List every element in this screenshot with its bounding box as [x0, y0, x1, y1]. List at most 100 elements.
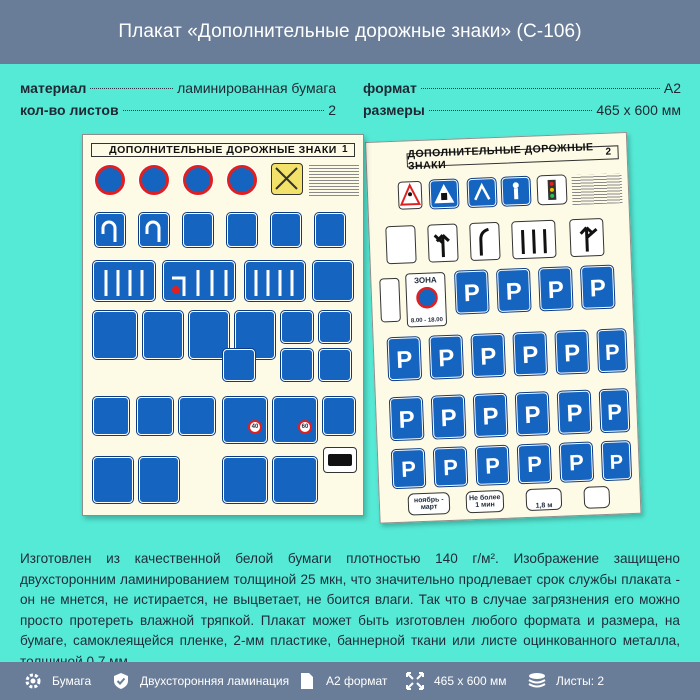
footer-format-label: А2 формат: [326, 674, 388, 688]
spec-size-key: размеры: [363, 102, 425, 118]
svg-text:P: P: [527, 451, 543, 477]
no-parking-sign: [95, 165, 125, 195]
spec-material: материал ламинированная бумага: [20, 80, 336, 100]
lane-direction-sign: [313, 261, 353, 301]
parking-sign: P: [559, 442, 594, 482]
lane-direction-sign: [385, 225, 417, 265]
parking-sign: P: [515, 392, 550, 436]
parking-sign: P: [473, 393, 508, 437]
svg-text:P: P: [547, 276, 564, 304]
zone-sign: ЗОНА 8.00 - 18.00: [405, 272, 448, 328]
lane-direction-sign: [93, 311, 137, 359]
lane-merge-sign: [139, 457, 179, 503]
parking-sign: P: [513, 332, 548, 376]
spec-format-key: формат: [363, 80, 417, 96]
svg-text:P: P: [566, 400, 583, 428]
u-turn-sign: [95, 213, 125, 247]
parking-sign: P: [389, 397, 424, 441]
parking-sign: P: [471, 333, 506, 378]
no-stopping-sign: [183, 165, 213, 195]
parking-sign: P: [517, 444, 552, 484]
parking-sign: P: [580, 265, 615, 309]
plate-not-more-1-min: Не более 1 мин: [465, 489, 505, 514]
pedestrian-path-sign: [501, 176, 531, 206]
turn-sign: [315, 213, 345, 247]
u-turn-sign: [139, 213, 169, 247]
poster-sheet-1: ДОПОЛНИТЕЛЬНЫЕ ДОРОЖНЫЕ ЗНАКИ 1: [82, 134, 364, 516]
poster-sheet-2: ДОПОЛНИТЕЛЬНЫЕ ДОРОЖНЫЕ ЗНАКИ 2 ЗОНА 8.0…: [365, 131, 642, 524]
spec-size-value: 465 х 600 мм: [596, 102, 681, 118]
footer-bar: Бумага Двухсторонняя ламинация А2 формат…: [0, 662, 700, 700]
crosswalk-sign: [429, 179, 459, 209]
footer-size: 465 х 600 мм: [404, 662, 507, 700]
lane-direction-sign: [93, 261, 155, 301]
no-parking-sign: [227, 165, 257, 195]
layers-icon: [526, 670, 548, 692]
plate-november-march: ноябрь - март: [407, 492, 451, 516]
svg-text:P: P: [505, 278, 522, 306]
lane-speed-sign: 60: [273, 397, 317, 443]
spec-material-key: материал: [20, 80, 87, 96]
spec-sheets: кол-во листов 2: [20, 102, 336, 122]
expand-icon: [404, 670, 426, 692]
lane-direction-sign: [245, 261, 305, 301]
lane-speed-sign: 40: [223, 397, 267, 443]
spec-dots: [428, 110, 593, 111]
no-parking-zone-sign: [379, 277, 401, 323]
lane-direction-sign: [143, 311, 183, 359]
footer-lamination-label: Двухсторонняя ламинация: [140, 674, 290, 688]
poster-1-text-block: [309, 163, 359, 197]
bus-stop-sign: [323, 447, 357, 473]
lane-direction-sign: [223, 349, 255, 381]
svg-text:P: P: [398, 406, 415, 434]
spec-dots: [122, 110, 325, 111]
svg-text:P: P: [524, 401, 541, 429]
svg-text:P: P: [607, 399, 623, 425]
spec-size: размеры 465 х 600 мм: [363, 102, 681, 122]
parking-sign: P: [391, 448, 426, 489]
spec-sheets-key: кол-во листов: [20, 102, 119, 118]
spec-sheets-value: 2: [328, 102, 336, 118]
parking-sign: P: [497, 268, 531, 312]
lane-direction-sign: [511, 219, 557, 260]
parking-sign: P: [599, 389, 630, 433]
lane-direction-sign: [281, 349, 313, 381]
pedestrian-zone-sign: [467, 178, 497, 208]
lane-direction-sign: [319, 349, 351, 381]
lane-direction-sign: [469, 221, 501, 262]
parking-sign: P: [555, 330, 590, 374]
zone-label: ЗОНА: [413, 275, 437, 286]
shield-check-icon: [110, 670, 132, 692]
no-stopping-sign: [139, 165, 169, 195]
lane-direction-sign: [281, 311, 313, 343]
svg-text:P: P: [401, 456, 417, 482]
spec-dots: [420, 88, 660, 89]
poster-2-number: 2: [605, 146, 612, 158]
svg-text:P: P: [440, 405, 457, 433]
yellow-grid-sign: [271, 163, 303, 195]
svg-text:P: P: [569, 450, 585, 476]
footer-sheets-label: Листы: 2: [556, 674, 605, 688]
lane-direction-sign: [323, 397, 355, 435]
parking-sign: P: [429, 335, 464, 379]
svg-text:P: P: [522, 342, 539, 370]
parking-sign: P: [557, 390, 592, 434]
parking-sign: P: [387, 337, 422, 381]
plate-dots: [583, 485, 611, 509]
traffic-light-sign: [537, 175, 567, 205]
svg-text:P: P: [485, 453, 501, 479]
lane-direction-sign: [427, 223, 459, 263]
lane-merge-sign: [223, 457, 267, 503]
pedestrian-sign: [397, 180, 423, 210]
svg-text:P: P: [443, 455, 459, 481]
lane-direction-sign: [319, 311, 351, 343]
parking-sign: P: [433, 447, 468, 487]
svg-text:P: P: [438, 345, 455, 373]
parking-sign: P: [597, 329, 627, 373]
spec-material-value: ламинированная бумага: [177, 80, 336, 96]
footer-paper: Бумага: [22, 662, 91, 700]
plate-distance: 1,8 м: [525, 487, 563, 512]
svg-text:P: P: [609, 451, 623, 473]
speed-limit-label: 40: [248, 420, 262, 434]
lane-direction-sign: [163, 261, 235, 301]
